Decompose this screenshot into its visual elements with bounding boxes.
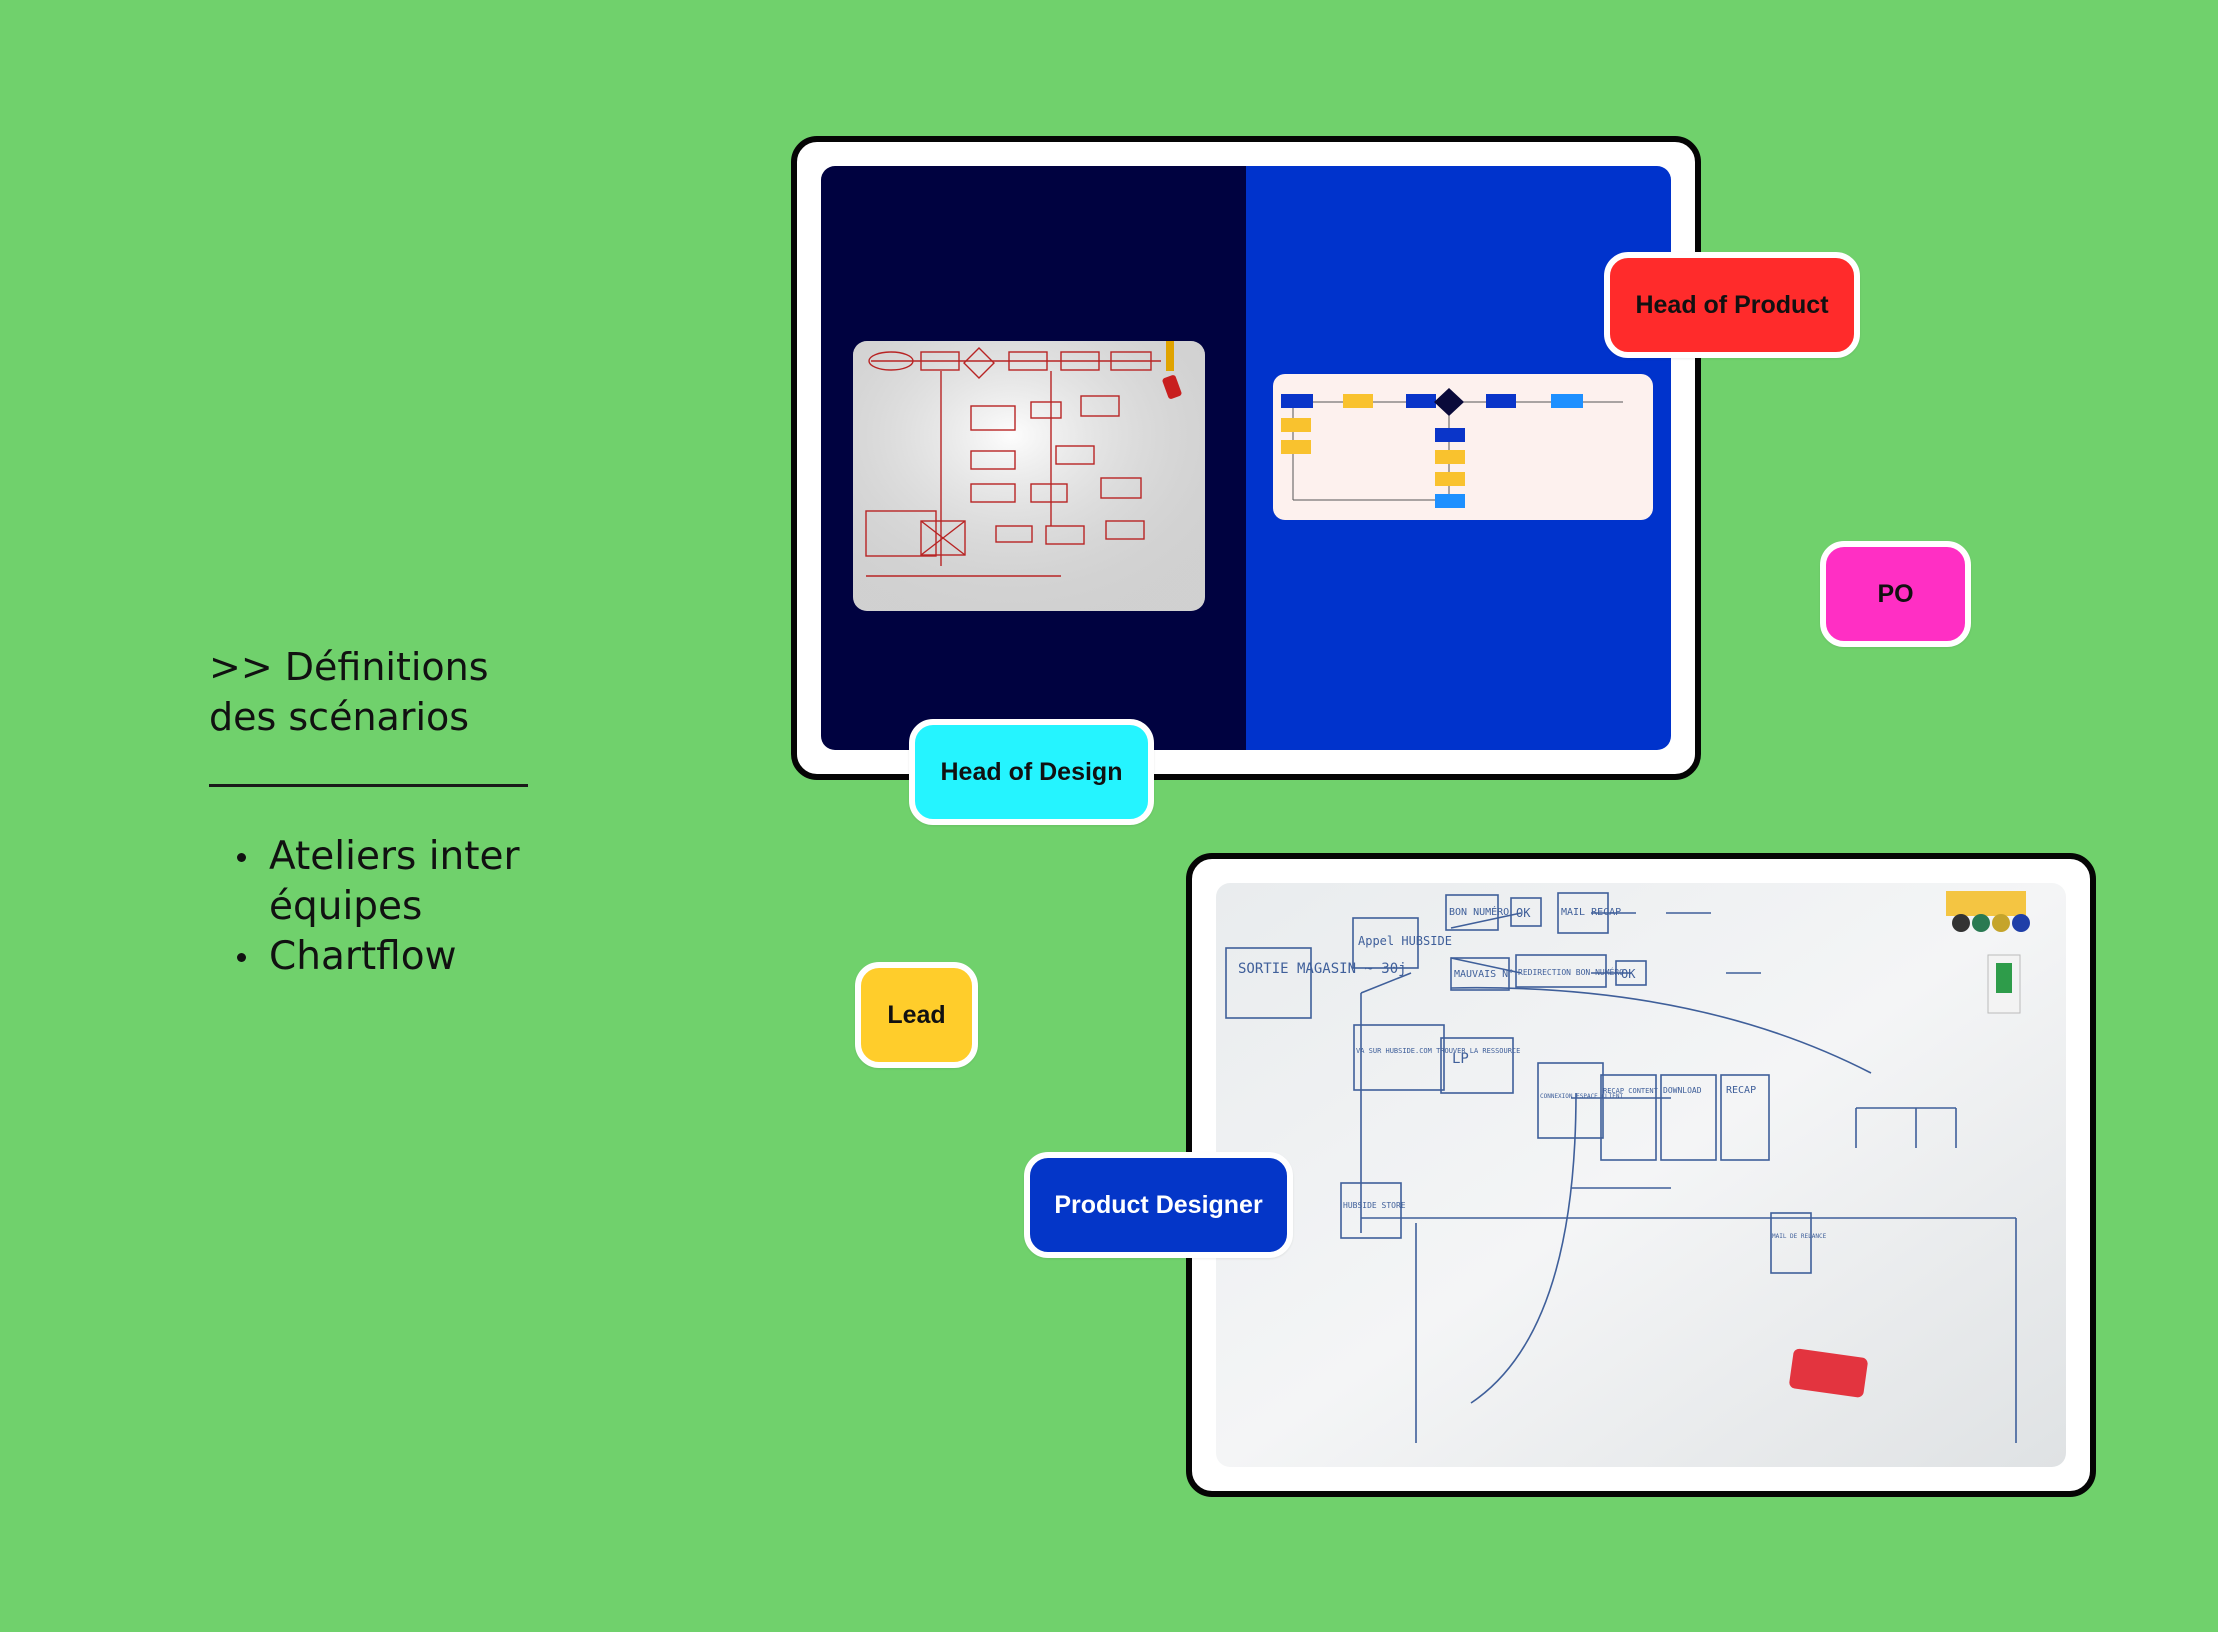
tag-label: Product Designer	[1054, 1190, 1263, 1219]
bullet-item-chartflow: Chartflow	[237, 932, 559, 982]
tag-product-designer: Product Designer	[1024, 1152, 1293, 1258]
whiteboard-notes: SORTIE MAGASIN ~ 30j Appel HUBSIDE BON N…	[1225, 892, 1827, 1274]
note-recap-content: RECAP CONTENT	[1603, 1087, 1659, 1095]
whiteboard-surface	[1216, 883, 2066, 1467]
note-download: DOWNLOAD	[1663, 1086, 1702, 1095]
tag-label: PO	[1877, 579, 1914, 608]
heading-line-2: des scénarios	[209, 695, 470, 739]
note-recap: RECAP	[1726, 1085, 1756, 1096]
whiteboard-illustration: SORTIE MAGASIN ~ 30j Appel HUBSIDE BON N…	[1216, 883, 2066, 1467]
tag-label: Lead	[887, 1000, 946, 1029]
frame-1-content	[821, 166, 1671, 750]
frame-whiteboard-photo: SORTIE MAGASIN ~ 30j Appel HUBSIDE BON N…	[1186, 853, 2096, 1497]
magnet-tray	[1946, 891, 2026, 916]
note-va-sur-hubside: VA SUR HUBSIDE.COM TROUVER LA RESSOURCE	[1356, 1047, 1520, 1055]
note-mauvais-numero: MAUVAIS N°	[1454, 969, 1514, 980]
note-hubside-store: HUBSIDE STORE	[1343, 1201, 1406, 1210]
note-lp: LP	[1452, 1051, 1469, 1067]
note-ok-2: OK	[1621, 967, 1636, 981]
whiteboard-photo-thumbnail	[853, 341, 1205, 611]
tag-lead: Lead	[855, 962, 978, 1068]
note-sortie-magasin: SORTIE MAGASIN ~ 30j	[1238, 961, 1407, 977]
eraser	[1789, 1348, 1868, 1398]
note-mail-recap: MAIL RECAP	[1561, 907, 1621, 918]
bullet-item-workshops: Ateliers inter équipes	[237, 832, 559, 932]
section-heading: >> Définitions des scénarios	[209, 642, 539, 742]
tag-label: Head of Design	[940, 757, 1123, 786]
tag-head-of-design: Head of Design	[909, 719, 1154, 825]
note-connexion-espace-client: CONNEXION ESPACE CLIENT	[1540, 1093, 1623, 1100]
tag-head-of-product: Head of Product	[1604, 252, 1860, 358]
tag-po: PO	[1820, 541, 1971, 647]
whiteboard-lines	[1360, 912, 2017, 1443]
frame-whiteboard-to-chartflow	[791, 136, 1701, 780]
heading-line-1: >> Définitions	[209, 645, 489, 689]
tag-label: Head of Product	[1635, 290, 1829, 319]
photo-and-chart-illustration	[821, 166, 1671, 750]
note-ok-1: OK	[1516, 906, 1531, 920]
chartflow-thumbnail	[1273, 374, 1653, 520]
bullet-list: Ateliers inter équipes Chartflow	[237, 832, 559, 982]
sidebar: >> Définitions des scénarios Ateliers in…	[209, 642, 539, 979]
frame-2-content: SORTIE MAGASIN ~ 30j Appel HUBSIDE BON N…	[1216, 883, 2066, 1467]
note-mail-de-relance: MAIL DE RELANCE	[1772, 1233, 1827, 1240]
whiteboard-props	[1789, 891, 2030, 1398]
note-appel-hubside: Appel HUBSIDE	[1358, 934, 1452, 948]
note-bon-numero: BON NUMÉRO	[1449, 905, 1509, 918]
divider	[209, 784, 528, 787]
note-redirection: REDIRECTION BON NUMÉRO	[1518, 966, 1624, 977]
